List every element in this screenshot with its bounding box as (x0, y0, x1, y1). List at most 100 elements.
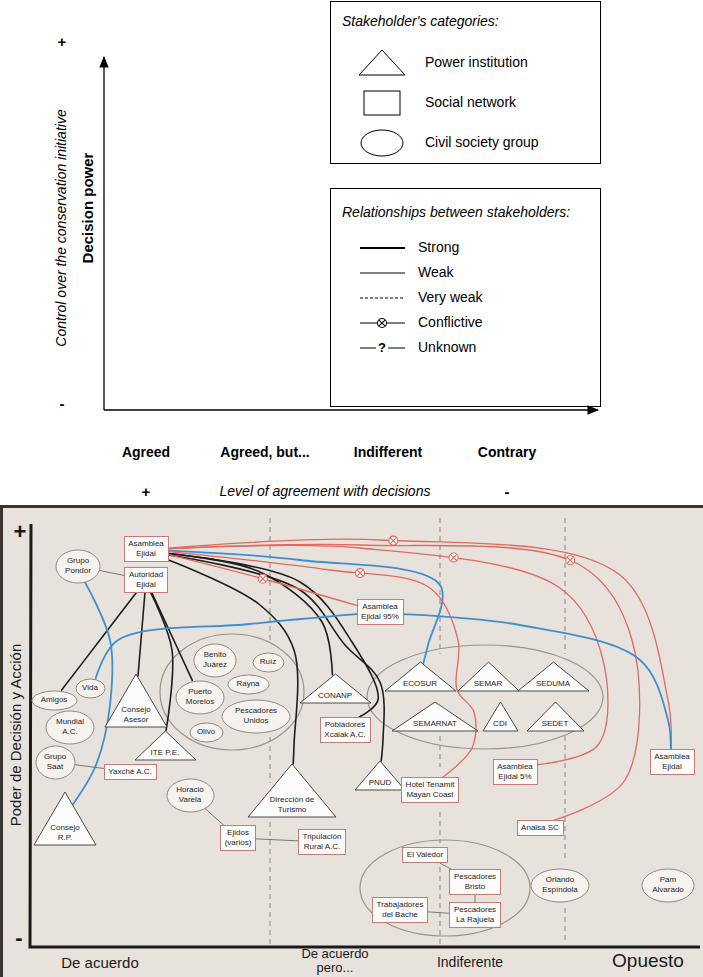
photo-frame (0, 505, 703, 977)
civil-society-circle: Vida (75, 678, 106, 699)
axis-category: Indifferent (354, 445, 422, 460)
social-network-box: Ejidos (varios) (220, 825, 256, 851)
civil-society-circle: Mundial A.C. (45, 710, 95, 745)
power-institution-triangle: PNUD (354, 760, 406, 791)
legend-samples (359, 50, 405, 348)
legend-sample (360, 319, 405, 328)
stakeholder-name: Tripulación Rural A.C. (302, 832, 342, 852)
legend-sample (360, 248, 405, 249)
stakeholder-name: ITE P.E. (150, 748, 180, 758)
social-network-box: Anaisa SC (517, 820, 564, 836)
social-network-box: Pescadores La Rajuela (449, 902, 501, 928)
stakeholder-name: PNUD (368, 778, 392, 788)
conflict-marker (390, 537, 396, 543)
axis-title: Decision power (80, 153, 97, 264)
social-network-box: Tripulación Rural A.C. (298, 829, 346, 855)
stakeholder-name: El Valedor (406, 850, 444, 860)
stakeholder-name: Vida (82, 683, 99, 693)
axis-minus: - (505, 484, 510, 501)
ellipse-outline (253, 653, 284, 672)
axis-title: Level of agreement with decisions (220, 484, 431, 499)
stakeholder-name: Asamblea Ejidal 95% (361, 602, 400, 622)
power-institution-triangle: Consejo Asesor (104, 673, 168, 728)
ellipse-outline (36, 746, 75, 779)
power-institution-triangle: SEDET (526, 701, 585, 732)
power-institution-triangle: ECOSUR (384, 661, 457, 692)
axis-plus: + (142, 484, 151, 501)
legend-text: Very weak (418, 290, 483, 305)
stakeholder-name: Hotel Tenamit Mayan Coast (405, 780, 455, 800)
relationship-line (475, 895, 476, 902)
power-institution-triangle: ITE P.E. (134, 730, 197, 761)
power-institution-triangle: CDI (482, 701, 519, 732)
social-network-box: El Valedor (402, 847, 448, 863)
poster-paper (3, 508, 703, 977)
triangle-outline (105, 674, 167, 727)
relationship-line (169, 552, 477, 777)
stakeholder-name: Benito Juárez (202, 650, 228, 670)
triangle-outline (248, 764, 336, 817)
axis-title: Control over the conservation initiative (54, 109, 69, 346)
stakeholder-name: Horacio Varela (176, 785, 205, 805)
ellipse-sample (361, 130, 403, 156)
conflict-marker (389, 536, 398, 545)
ellipse-outline (642, 869, 694, 902)
legend-sample (364, 91, 400, 115)
stakeholder-name: Pam Alvarado (652, 875, 685, 895)
ellipse-outline (194, 644, 236, 677)
unknown-mark: ? (376, 341, 388, 355)
conflict-marker (379, 320, 385, 326)
stakeholder-name: Pescadores Bristo (453, 872, 497, 892)
stakeholder-name: ECOSUR (402, 679, 438, 689)
triangle-outline (518, 662, 589, 691)
ellipse-outline (531, 869, 589, 902)
conflict-marker (567, 557, 573, 563)
stakeholder-name: Ejidos (varios) (224, 828, 252, 848)
legend-sample (361, 130, 403, 156)
triangle-outline (34, 792, 96, 845)
axis-category: Opuesto (612, 951, 684, 972)
social-network-box: Asamblea Ejidal (650, 749, 695, 775)
stakeholder-name: Yaxché A.C. (108, 767, 153, 777)
social-network-box: Asamblea Ejidal 5% (493, 759, 538, 785)
stakeholder-name: Rayna (236, 679, 261, 689)
stakeholder-name: Mundial A.C. (55, 717, 85, 737)
poster-axes (30, 524, 700, 947)
power-institution-triangle: SEMAR (457, 661, 520, 692)
triangle-outline (355, 761, 405, 790)
relationship-line (75, 765, 103, 769)
line-sample (360, 298, 405, 299)
legend-sample (359, 50, 405, 75)
axis-category: Agreed, but... (220, 445, 309, 460)
conflict-marker (450, 554, 456, 560)
civil-society-circle: Grupo Saat (35, 745, 76, 780)
ellipse-outline (76, 679, 105, 698)
stakeholder-name: Pobladores Xcalak A.C. (324, 720, 367, 740)
group-outline (367, 645, 603, 749)
legend-heading: Stakeholder's categories: (342, 14, 499, 29)
civil-society-circle: Orlando Espíndola (530, 868, 590, 903)
legend-text: Strong (418, 240, 459, 255)
axis-plus: + (58, 34, 67, 51)
social-network-box: Asamblea Ejidal 95% (357, 599, 404, 625)
stakeholder-name: Pescadores Unidos (234, 706, 278, 726)
stakeholder-name: Grupo Pondor (65, 556, 92, 576)
conflict-marker (260, 576, 266, 582)
civil-society-circle: Rayna (227, 674, 270, 695)
social-network-box: Hotel Tenamit Mayan Coast (401, 777, 459, 803)
axis-minus: - (15, 926, 22, 950)
stakeholder-name: Pescadores La Rajuela (453, 905, 497, 925)
stakeholder-name: SEDET (541, 719, 569, 729)
triangle-outline (135, 731, 196, 760)
power-institution-triangle: CONANP (299, 673, 372, 704)
rectangle-sample (364, 91, 400, 115)
relationship-line (169, 554, 379, 717)
axis-category: De acuerdo (61, 955, 139, 972)
triangle-outline (392, 702, 478, 731)
relationship-line (205, 809, 223, 825)
triangle-outline (458, 662, 519, 691)
stakeholder-name: CDI (493, 719, 508, 729)
legend-text: Power institution (425, 55, 528, 70)
stakeholder-name: SEMARNAT (413, 719, 458, 729)
